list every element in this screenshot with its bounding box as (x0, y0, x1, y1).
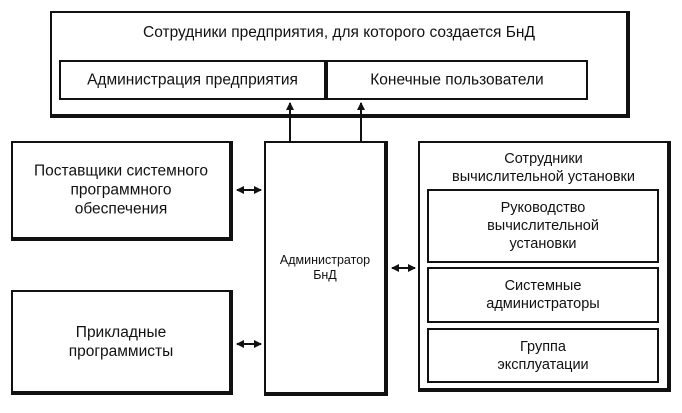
system-software-suppliers-box: Поставщики системного программного обесп… (11, 141, 233, 241)
application-programmers-box: Прикладные программисты (11, 290, 233, 395)
end-users-label: Конечные пользователи (370, 71, 544, 89)
application-programmers-label: Прикладные программисты (68, 323, 174, 360)
administration-label: Администрация предприятия (87, 71, 298, 89)
db-administrator-box: Администратор БнД (264, 141, 388, 396)
administration-box: Администрация предприятия (59, 60, 326, 100)
system-software-suppliers-label: Поставщики системного программного обесп… (34, 162, 208, 218)
operations-group-label: Группа эксплуатации (497, 338, 589, 373)
computing-staff-title: Сотрудники вычислительной установки (452, 151, 635, 185)
computing-management-box: Руководство вычислительной установки (427, 189, 659, 263)
enterprise-staff-title: Сотрудники предприятия, для которого соз… (143, 24, 535, 41)
db-administrator-label: Администратор БнД (279, 252, 371, 282)
operations-group-box: Группа эксплуатации (427, 328, 659, 383)
system-administrators-label: Системные администраторы (486, 278, 600, 312)
system-administrators-box: Системные администраторы (427, 267, 659, 323)
end-users-box: Конечные пользователи (326, 60, 588, 100)
computing-management-label: Руководство вычислительной установки (487, 200, 599, 252)
